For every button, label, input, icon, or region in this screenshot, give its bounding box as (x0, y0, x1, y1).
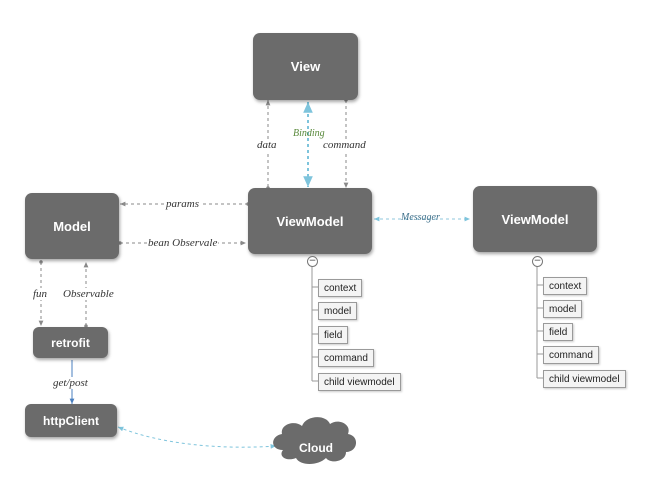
viewmodel-right-child-field: field (543, 323, 574, 341)
viewmodel-main-child-child-viewmodel: child viewmodel (318, 373, 401, 391)
retrofit-node: retrofit (33, 327, 108, 358)
bean-observale-label: bean Observale (147, 237, 219, 249)
viewmodel-main-collapse-toggle[interactable]: − (307, 256, 318, 267)
viewmodel-main-tree (311, 262, 318, 382)
params-label: params (165, 198, 201, 210)
view-node-label: View (290, 59, 321, 74)
cloud-shape (273, 417, 357, 464)
model-node-label: Model (53, 218, 91, 234)
viewmodel-main-child-model: model (318, 302, 358, 320)
viewmodel-main-child-command: command (318, 349, 374, 367)
viewmodel-right-child-model: model (543, 300, 583, 318)
viewmodel-right-child-command: command (543, 346, 599, 364)
data-label: data (256, 139, 278, 151)
command-label: command (322, 139, 367, 151)
httpclient-node-label: httpClient (43, 413, 99, 428)
viewmodel-main-child-context: context (318, 279, 363, 297)
viewmodel-right-label: ViewModel (501, 211, 569, 227)
get-post-label: get/post (52, 377, 89, 389)
view-node: View (253, 33, 358, 100)
binding-label: Binding (293, 128, 325, 139)
viewmodel-right-collapse-toggle[interactable]: − (532, 256, 543, 267)
observable-label: Observable (62, 288, 115, 300)
viewmodel-main-label: ViewModel (276, 213, 344, 229)
cloud-node-label: Cloud (299, 441, 333, 455)
viewmodel-right-tree (536, 262, 543, 379)
fun-label: fun (32, 288, 49, 300)
httpclient-node: httpClient (25, 404, 117, 437)
model-node: Model (25, 193, 119, 259)
viewmodel-main-node: ViewModel (248, 188, 372, 254)
viewmodel-main-child-field: field (318, 326, 349, 344)
viewmodel-right-child-child-viewmodel: child viewmodel (543, 370, 626, 388)
cloud-edge (117, 426, 277, 449)
retrofit-node-label: retrofit (51, 335, 90, 350)
viewmodel-right-child-context: context (543, 277, 588, 295)
messager-label: Messager (401, 212, 440, 223)
viewmodel-right-node: ViewModel (473, 186, 597, 252)
